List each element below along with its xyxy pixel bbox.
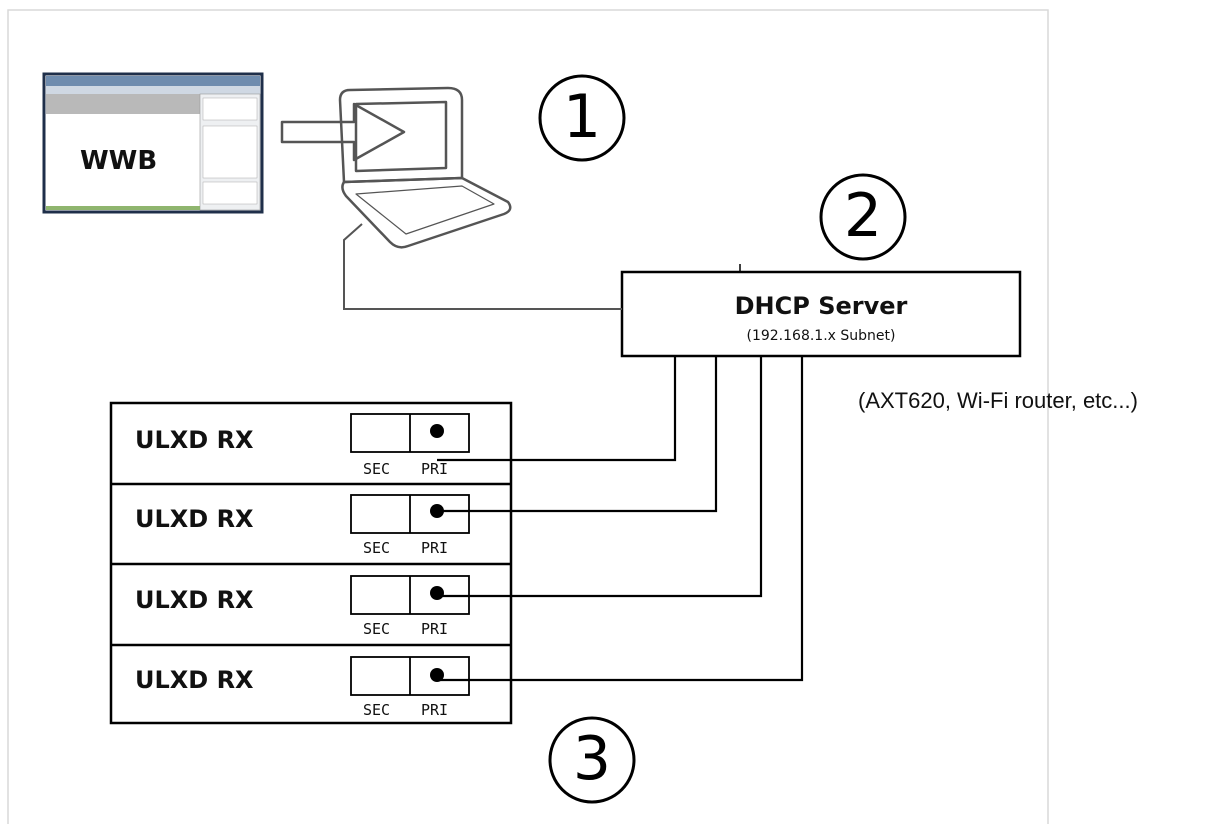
receiver-4-name: ULXD RX	[135, 666, 254, 694]
wwb-label: WWB	[80, 146, 158, 176]
page-frame	[7, 9, 1049, 824]
laptop-icon	[338, 86, 512, 249]
receiver-2-name: ULXD RX	[135, 505, 254, 533]
receiver-rack	[109, 401, 513, 725]
step-3-number: 3	[572, 724, 612, 794]
receiver-4-pri-label: PRI	[421, 701, 449, 719]
dhcp-server-subnet: (192.168.1.x Subnet)	[746, 328, 896, 344]
rx-ports	[350, 413, 470, 696]
receiver-1-name: ULXD RX	[135, 426, 254, 454]
step-circles	[538, 74, 907, 804]
step-2-number: 2	[843, 181, 883, 251]
receiver-3-name: ULXD RX	[135, 586, 254, 614]
step-1-number: 1	[562, 82, 602, 152]
dhcp-server-title: DHCP Server	[734, 292, 908, 320]
receiver-1-sec-label: SEC	[363, 460, 391, 478]
dhcp-server: DHCP Server (192.168.1.x Subnet)	[622, 272, 1020, 356]
arrow-right-icon	[280, 102, 406, 162]
receiver-4-sec-label: SEC	[363, 701, 391, 719]
network-cables	[437, 356, 804, 682]
receiver-3-sec-label: SEC	[363, 620, 391, 638]
receiver-2-sec-label: SEC	[363, 539, 391, 557]
wwb-screenshot	[42, 72, 264, 214]
receiver-2-pri-label: PRI	[421, 539, 449, 557]
dhcp-server-box	[620, 270, 1022, 358]
receiver-1-pri-label: PRI	[421, 460, 449, 478]
receiver-3-pri-label: PRI	[421, 620, 449, 638]
laptop-cable	[343, 223, 622, 310]
dhcp-device-note: (AXT620, Wi-Fi router, etc...)	[858, 388, 1138, 413]
